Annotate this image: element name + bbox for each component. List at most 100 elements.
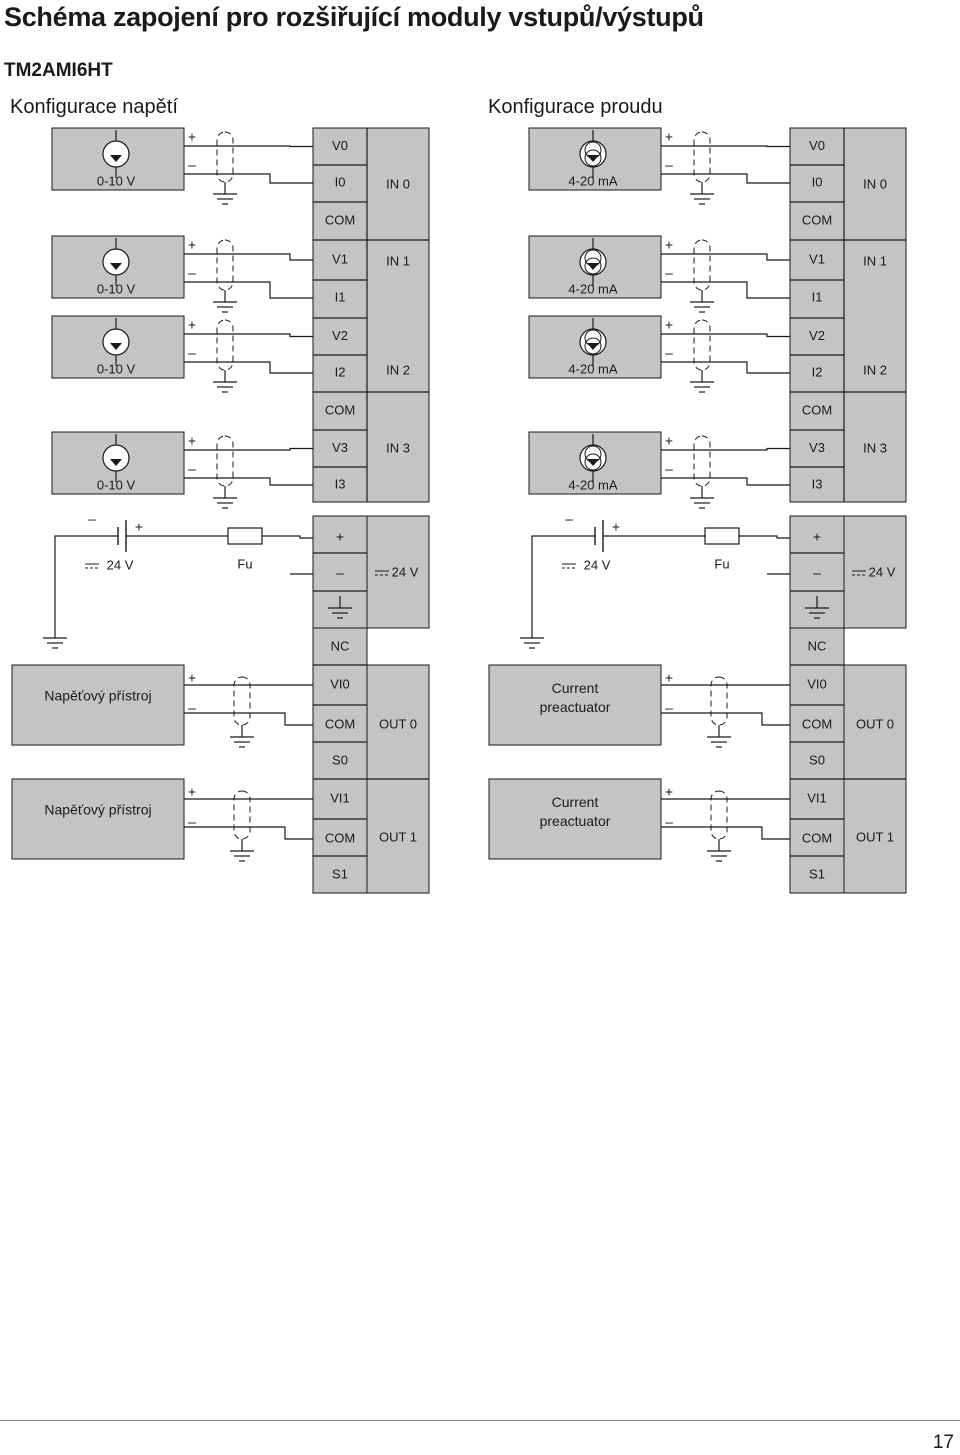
device-label-line: preactuator [540, 813, 611, 829]
wire-power-plus [739, 535, 790, 539]
power-module-label: 24 V [869, 564, 896, 579]
input-source-label: 0-10 V [97, 477, 136, 492]
shielded-cable-icon [216, 435, 234, 487]
ground-icon [690, 370, 714, 393]
plus-sign: + [188, 129, 196, 145]
output-channel-label: OUT 1 [379, 829, 417, 844]
section-heading-voltage: Konfigurace napětí [10, 96, 178, 118]
wire-plus [184, 253, 313, 261]
ground-icon [43, 626, 67, 649]
terminal-s-label: S1 [332, 866, 348, 881]
terminal-vi-label: VI0 [807, 676, 827, 691]
minus-sign: – [188, 461, 196, 477]
source-arrow [110, 155, 122, 162]
input-channel-label: IN 3 [863, 440, 887, 455]
output-channel-label: OUT 0 [379, 716, 417, 731]
plus-sign: + [665, 433, 673, 449]
ground-icon [690, 290, 714, 313]
voltage-source-icon [102, 318, 130, 366]
wire-plus [661, 253, 790, 261]
terminal-s-label: S1 [809, 866, 825, 881]
shield-outline [710, 790, 728, 840]
device-label-line: Current [552, 794, 599, 810]
terminal-com-label: COM [325, 212, 355, 227]
terminal-v-label: V3 [809, 440, 825, 455]
wire-minus [661, 477, 790, 486]
source-circle [579, 140, 607, 168]
source-arrow [587, 155, 599, 162]
current-source-icon [579, 318, 607, 366]
terminal-com-label: COM [325, 402, 355, 417]
terminal-v-label: V0 [809, 138, 825, 153]
plus-sign: + [665, 237, 673, 253]
minus-sign: – [665, 157, 673, 173]
power-label-column [843, 515, 907, 629]
wire-power-plus [262, 535, 313, 539]
input-channel-label: IN 0 [386, 176, 410, 191]
ground-icon [690, 182, 714, 205]
shield-outline [233, 676, 251, 726]
source-inner-circle-b [584, 257, 602, 275]
current-source-icon [579, 130, 607, 178]
wire-minus [184, 477, 313, 486]
shield-outline [710, 676, 728, 726]
terminal-i-label: I1 [335, 289, 346, 304]
terminal-s-label: S0 [332, 752, 348, 767]
ground-icon [230, 839, 254, 862]
ground-icon [690, 486, 714, 509]
battery-icon [594, 520, 604, 552]
power-module-label: 24 V [392, 564, 419, 579]
power-supply-label: 24 V [584, 557, 611, 572]
minus-sign: – [665, 814, 673, 830]
ground-icon [707, 839, 731, 862]
output-device-box [488, 778, 662, 860]
terminal-v-label: V1 [809, 251, 825, 266]
minus-sign: – [188, 265, 196, 281]
ground-icon [230, 725, 254, 748]
minus-sign: – [665, 700, 673, 716]
section-heading-current: Konfigurace proudu [488, 96, 663, 118]
terminal-i-label: I3 [812, 476, 823, 491]
terminal-i-label: I2 [335, 364, 346, 379]
minus-sign: – [188, 345, 196, 361]
input-channel-label: IN 2 [386, 362, 410, 377]
output-terminal-column [789, 627, 845, 894]
source-arrow [587, 263, 599, 270]
current-source-icon [579, 238, 607, 286]
minus-sign: – [188, 814, 196, 830]
output-channel-label: OUT 0 [856, 716, 894, 731]
terminal-i-label: I0 [335, 174, 346, 189]
page-title: Schéma zapojení pro rozšiřující moduly v… [4, 2, 704, 32]
terminal-s-label: S0 [809, 752, 825, 767]
shield-outline [693, 435, 711, 487]
terminal-com-label: COM [325, 716, 355, 731]
dc-symbol-icon [375, 570, 389, 576]
input-source-label: 0-10 V [97, 281, 136, 296]
ground-icon [213, 486, 237, 509]
dc-symbol-icon [85, 563, 99, 569]
terminal-v-label: V1 [332, 251, 348, 266]
terminal-v-label: V3 [332, 440, 348, 455]
wire-minus [661, 826, 790, 840]
shielded-cable-icon [233, 790, 251, 840]
input-channel-label: IN 2 [863, 362, 887, 377]
page-number: 17 [932, 1432, 954, 1453]
battery-minus-sign: – [88, 511, 96, 527]
input-source-label: 0-10 V [97, 361, 136, 376]
source-circle [102, 328, 130, 356]
input-channel-label: IN 1 [863, 253, 887, 268]
wire-power-minus [531, 535, 595, 626]
shielded-cable-icon [233, 676, 251, 726]
device-label-line: preactuator [540, 699, 611, 715]
terminal-i-label: I3 [335, 476, 346, 491]
footer-rule [0, 1420, 960, 1421]
shielded-cable-icon [693, 435, 711, 487]
shield-outline [216, 239, 234, 291]
wire-minus [661, 281, 790, 299]
source-circle [102, 248, 130, 276]
wire-minus [184, 361, 313, 374]
source-circle [102, 444, 130, 472]
plus-sign: + [188, 317, 196, 333]
terminal-com-label: COM [802, 716, 832, 731]
output-device-box [11, 664, 185, 746]
